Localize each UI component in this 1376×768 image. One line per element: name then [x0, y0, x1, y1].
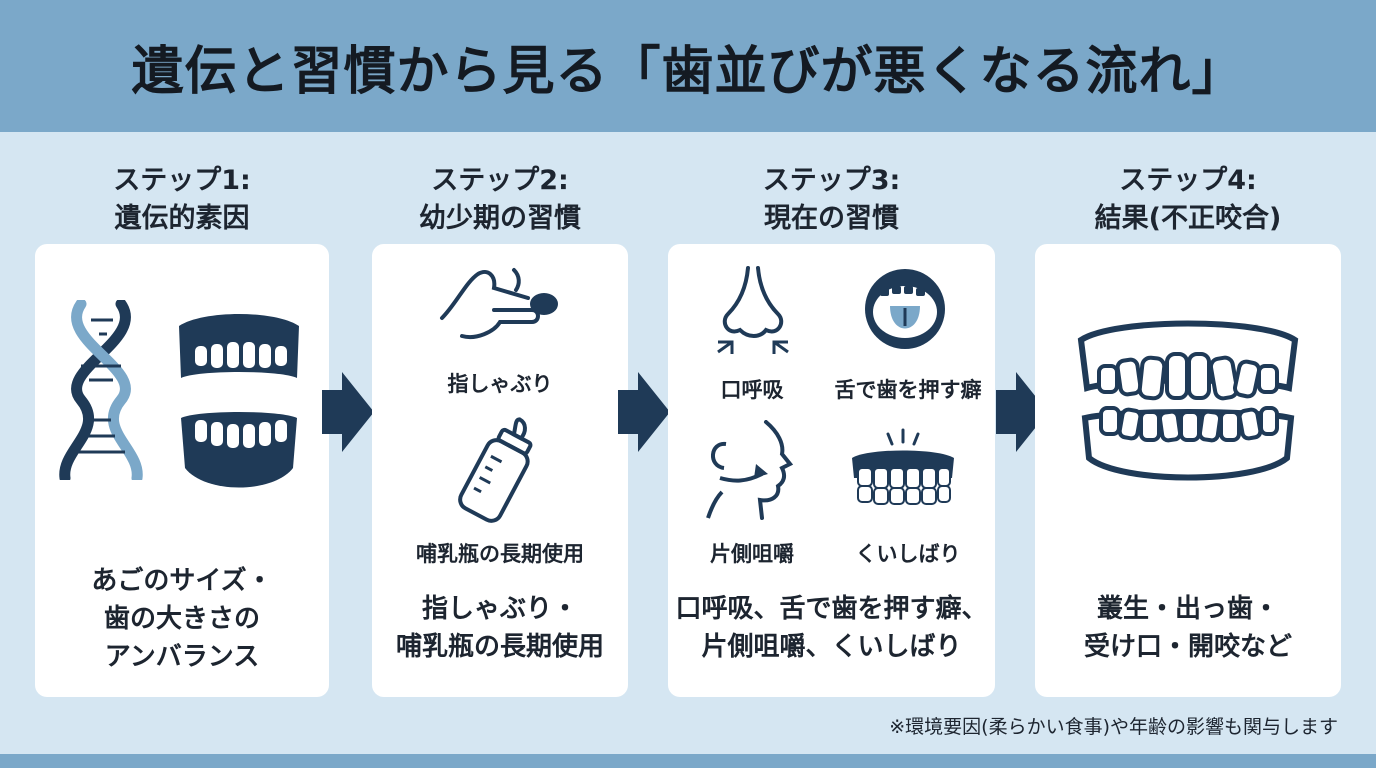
- nose-breathing-icon: [708, 264, 798, 356]
- thumb-sucking-icon: [436, 264, 564, 348]
- tongue-thrust-label: 舌で歯を押す癖: [834, 378, 982, 402]
- step-1-description-line: 歯の大きさの: [103, 604, 260, 634]
- step-3-card: 口呼吸 舌で歯を押す癖 片側咀嚼: [668, 244, 995, 697]
- mouth-breathing-label: 口呼吸: [720, 378, 784, 402]
- step-1-card: あごのサイズ・ 歯の大きさの アンバランス: [35, 244, 329, 697]
- step-1-title-line2: 遺伝的素因: [114, 203, 250, 234]
- step-4-title-line2: 結果(不正咬合): [1094, 203, 1282, 234]
- step-3-title-line1: ステップ3:: [762, 165, 901, 196]
- one-sided-chewing-label: 片側咀嚼: [710, 542, 794, 566]
- step-3-description: 口呼吸、舌で歯を押す癖、 片側咀嚼、くいしばり: [668, 590, 995, 666]
- arrow-right-icon: [322, 372, 374, 452]
- step-1-description-line: アンバランス: [104, 642, 260, 672]
- page-title: 遺伝と習慣から見る「歯並びが悪くなる流れ」: [131, 41, 1245, 102]
- step-4-title: ステップ4: 結果(不正咬合): [1035, 162, 1341, 238]
- step-4-description-line: 叢生・出っ歯・: [1096, 594, 1279, 624]
- step-3-description-line: 片側咀嚼、くいしばり: [701, 632, 962, 662]
- jaw-icon: [173, 308, 305, 494]
- step-2-description-line: 哺乳瓶の長期使用: [395, 632, 604, 662]
- header-banner: 遺伝と習慣から見る「歯並びが悪くなる流れ」: [0, 0, 1376, 132]
- baby-bottle-icon: [454, 414, 546, 524]
- step-2-title-line1: ステップ2:: [431, 165, 569, 196]
- step-4-description-line: 受け口・開咬など: [1083, 632, 1292, 662]
- step-2-description-line: 指しゃぶり・: [421, 594, 578, 624]
- step-3-description-line: 口呼吸、舌で歯を押す癖、: [675, 594, 988, 624]
- baby-bottle-label: 哺乳瓶の長期使用: [416, 542, 584, 566]
- step-2-description: 指しゃぶり・ 哺乳瓶の長期使用: [372, 590, 628, 666]
- step-4-title-line1: ステップ4:: [1119, 165, 1257, 196]
- step-3-title-line2: 現在の習慣: [764, 203, 899, 234]
- face-chewing-icon: [706, 420, 802, 520]
- thumb-sucking-label: 指しゃぶり: [447, 372, 553, 396]
- footnote: ※環境要因(柔らかい食事)や年齢の影響も関与します: [889, 716, 1338, 738]
- step-2-title-line2: 幼少期の習慣: [419, 203, 581, 234]
- step-3-title: ステップ3: 現在の習慣: [668, 162, 995, 238]
- step-4-description: 叢生・出っ歯・ 受け口・開咬など: [1035, 590, 1341, 666]
- step-1-title-line1: ステップ1:: [113, 165, 251, 196]
- arrow-right-icon: [996, 372, 1048, 452]
- step-1-description-line: あごのサイズ・: [91, 566, 273, 596]
- arrow-right-icon: [618, 372, 670, 452]
- step-4-card: 叢生・出っ歯・ 受け口・開咬など: [1035, 244, 1341, 697]
- clenching-teeth-icon: [848, 428, 958, 512]
- step-2-title: ステップ2: 幼少期の習慣: [372, 162, 628, 238]
- dna-icon: [51, 300, 151, 480]
- step-1-title: ステップ1: 遺伝的素因: [35, 162, 329, 238]
- tongue-mouth-icon: [862, 266, 948, 352]
- misaligned-teeth-icon: [1075, 318, 1301, 484]
- bottom-band: [0, 754, 1376, 768]
- clenching-label: くいしばり: [855, 542, 961, 566]
- step-2-card: 指しゃぶり 哺乳瓶の長期使用 指しゃぶり・ 哺乳瓶の長期使用: [372, 244, 628, 697]
- step-1-description: あごのサイズ・ 歯の大きさの アンバランス: [35, 562, 329, 676]
